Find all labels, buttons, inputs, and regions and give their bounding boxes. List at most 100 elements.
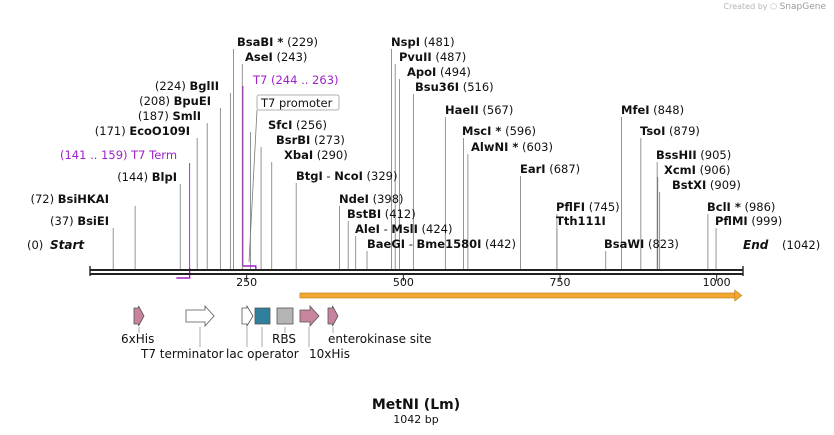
site-name: BsrBI bbox=[276, 133, 310, 147]
primer-t7-term-mark bbox=[176, 268, 191, 279]
site-name: PvuII bbox=[399, 50, 432, 64]
site-label-mfei: MfeI (848) bbox=[621, 103, 684, 117]
site-name: AlwNI bbox=[471, 140, 508, 154]
site-label-apoi: ApoI (494) bbox=[407, 65, 471, 79]
site-position: (398) bbox=[369, 192, 404, 206]
site-name: MfeI bbox=[621, 103, 650, 117]
site-position: (879) bbox=[665, 124, 700, 138]
feature-label-6xhis: 6xHis bbox=[121, 332, 154, 346]
site-label-bsabi: BsaBI * (229) bbox=[237, 35, 318, 49]
site-label-btgi: BtgI - NcoI (329) bbox=[296, 169, 397, 183]
watermark-prefix: Created by bbox=[723, 2, 768, 11]
site-position: (187) bbox=[138, 109, 173, 123]
end-position: (1042) bbox=[782, 238, 820, 252]
site-name: TsoI bbox=[640, 124, 665, 138]
site-name: EarI bbox=[520, 162, 546, 176]
primer-t7-mark bbox=[242, 265, 257, 270]
map-length: 1042 bp bbox=[393, 413, 438, 426]
feature-glyph-promoter bbox=[241, 304, 254, 328]
site-label-tsoi: TsoI (879) bbox=[640, 124, 700, 138]
site-name: Bsu36I bbox=[415, 80, 459, 94]
site-name: MscI bbox=[462, 124, 491, 138]
site-label-alwni: AlwNI * (603) bbox=[471, 140, 553, 154]
site-name: ApoI bbox=[407, 65, 436, 79]
site-label-eari: EarI (687) bbox=[520, 162, 580, 176]
site-joiner: - bbox=[380, 222, 391, 236]
feature-label-t7-terminator: T7 terminator bbox=[140, 347, 224, 361]
site-label-sfci: SfcI (256) bbox=[268, 118, 327, 132]
cut-site-lines bbox=[112, 49, 717, 279]
site-star: * bbox=[731, 200, 741, 214]
orf-arrowhead bbox=[734, 289, 743, 302]
scale-tick-label: 1000 bbox=[703, 276, 731, 289]
site-label-bsawi: BsaWI (823) bbox=[604, 237, 679, 251]
primer-position: (244 .. 263) bbox=[271, 73, 339, 87]
scale-tick-label: 750 bbox=[550, 276, 571, 289]
site-position: (412) bbox=[381, 207, 416, 221]
site-position: (986) bbox=[741, 200, 776, 214]
site-position: (208) bbox=[139, 94, 174, 108]
site-name-2: MslI bbox=[391, 222, 418, 236]
site-label-bcli: BclI * (986) bbox=[707, 200, 775, 214]
t7-promoter-text: T7 promoter bbox=[260, 96, 333, 110]
site-position: (906) bbox=[696, 163, 731, 177]
site-position: (144) bbox=[117, 170, 152, 184]
site-label-bsshii: BssHII (905) bbox=[656, 148, 731, 162]
start-position: (0) bbox=[27, 238, 43, 252]
site-label-bstxi: BstXI (909) bbox=[672, 178, 741, 192]
scale-tick-label: 500 bbox=[393, 276, 414, 289]
feature-label-10xhis: 10xHis bbox=[309, 347, 350, 361]
site-name: XbaI bbox=[284, 148, 313, 162]
site-name: Tth111I bbox=[556, 214, 606, 228]
t7-promoter-box: T7 promoter bbox=[256, 94, 340, 111]
site-label-smli: (187) SmlI bbox=[138, 109, 201, 123]
site-position: (229) bbox=[283, 35, 318, 49]
site-label-msci: MscI * (596) bbox=[462, 124, 536, 138]
orf-bar bbox=[299, 292, 737, 299]
primer-t7-label: T7 (244 .. 263) bbox=[252, 73, 339, 87]
site-position: (481) bbox=[420, 35, 455, 49]
site-name: BsaWI bbox=[604, 237, 644, 251]
site-name: BsaBI bbox=[237, 35, 273, 49]
scale-tick-label: 250 bbox=[236, 276, 257, 289]
feature-label-rbs: RBS bbox=[272, 332, 296, 346]
site-position: (999) bbox=[748, 214, 783, 228]
site-label-haeii: HaeII (567) bbox=[445, 103, 513, 117]
map-title: MetNI (Lm) bbox=[372, 397, 460, 413]
site-name-2: Bme1580I bbox=[417, 237, 482, 251]
feature-label-lac-operator: lac operator bbox=[226, 347, 299, 361]
site-name: BclI bbox=[707, 200, 731, 214]
site-name: BlpI bbox=[152, 170, 177, 184]
site-label-pvuii: PvuII (487) bbox=[399, 50, 466, 64]
site-joiner: - bbox=[405, 237, 416, 251]
site-label-blpi: (144) BlpI bbox=[117, 170, 177, 184]
site-label-tth111i: Tth111I bbox=[556, 214, 606, 228]
sequence-backbone: 250 500 750 1000 bbox=[89, 266, 744, 289]
site-label-asei: AseI (243) bbox=[245, 50, 307, 64]
site-label-ndei: NdeI (398) bbox=[339, 192, 404, 206]
site-name: BssHII bbox=[656, 148, 697, 162]
feature-glyph-6xhis bbox=[133, 305, 145, 327]
end-label: End(1042) bbox=[743, 238, 820, 252]
site-name-2: NcoI bbox=[334, 169, 363, 183]
site-label-bsihkai: (72) BsiHKAI bbox=[30, 192, 109, 206]
site-name: EcoO109I bbox=[129, 124, 190, 138]
site-name: SfcI bbox=[268, 118, 292, 132]
site-name: XcmI bbox=[664, 163, 696, 177]
site-star: * bbox=[508, 140, 518, 154]
site-position: (823) bbox=[644, 237, 679, 251]
site-position: (243) bbox=[273, 50, 308, 64]
site-label-bsiei: (37) BsiEI bbox=[50, 214, 109, 228]
site-position: (603) bbox=[518, 140, 553, 154]
site-star: * bbox=[273, 35, 283, 49]
snapgene-logo-icon: ⬡ bbox=[770, 2, 778, 11]
site-label-nspi: NspI (481) bbox=[391, 35, 455, 49]
t7-promoter-outline bbox=[256, 94, 340, 111]
feature-label-enterokinase-site: enterokinase site bbox=[328, 332, 431, 346]
site-position: (596) bbox=[501, 124, 536, 138]
site-label-bglii: (224) BglII bbox=[155, 79, 219, 93]
site-position: (290) bbox=[313, 148, 348, 162]
site-label-ecoo109i: (171) EcoO109I bbox=[95, 124, 190, 138]
